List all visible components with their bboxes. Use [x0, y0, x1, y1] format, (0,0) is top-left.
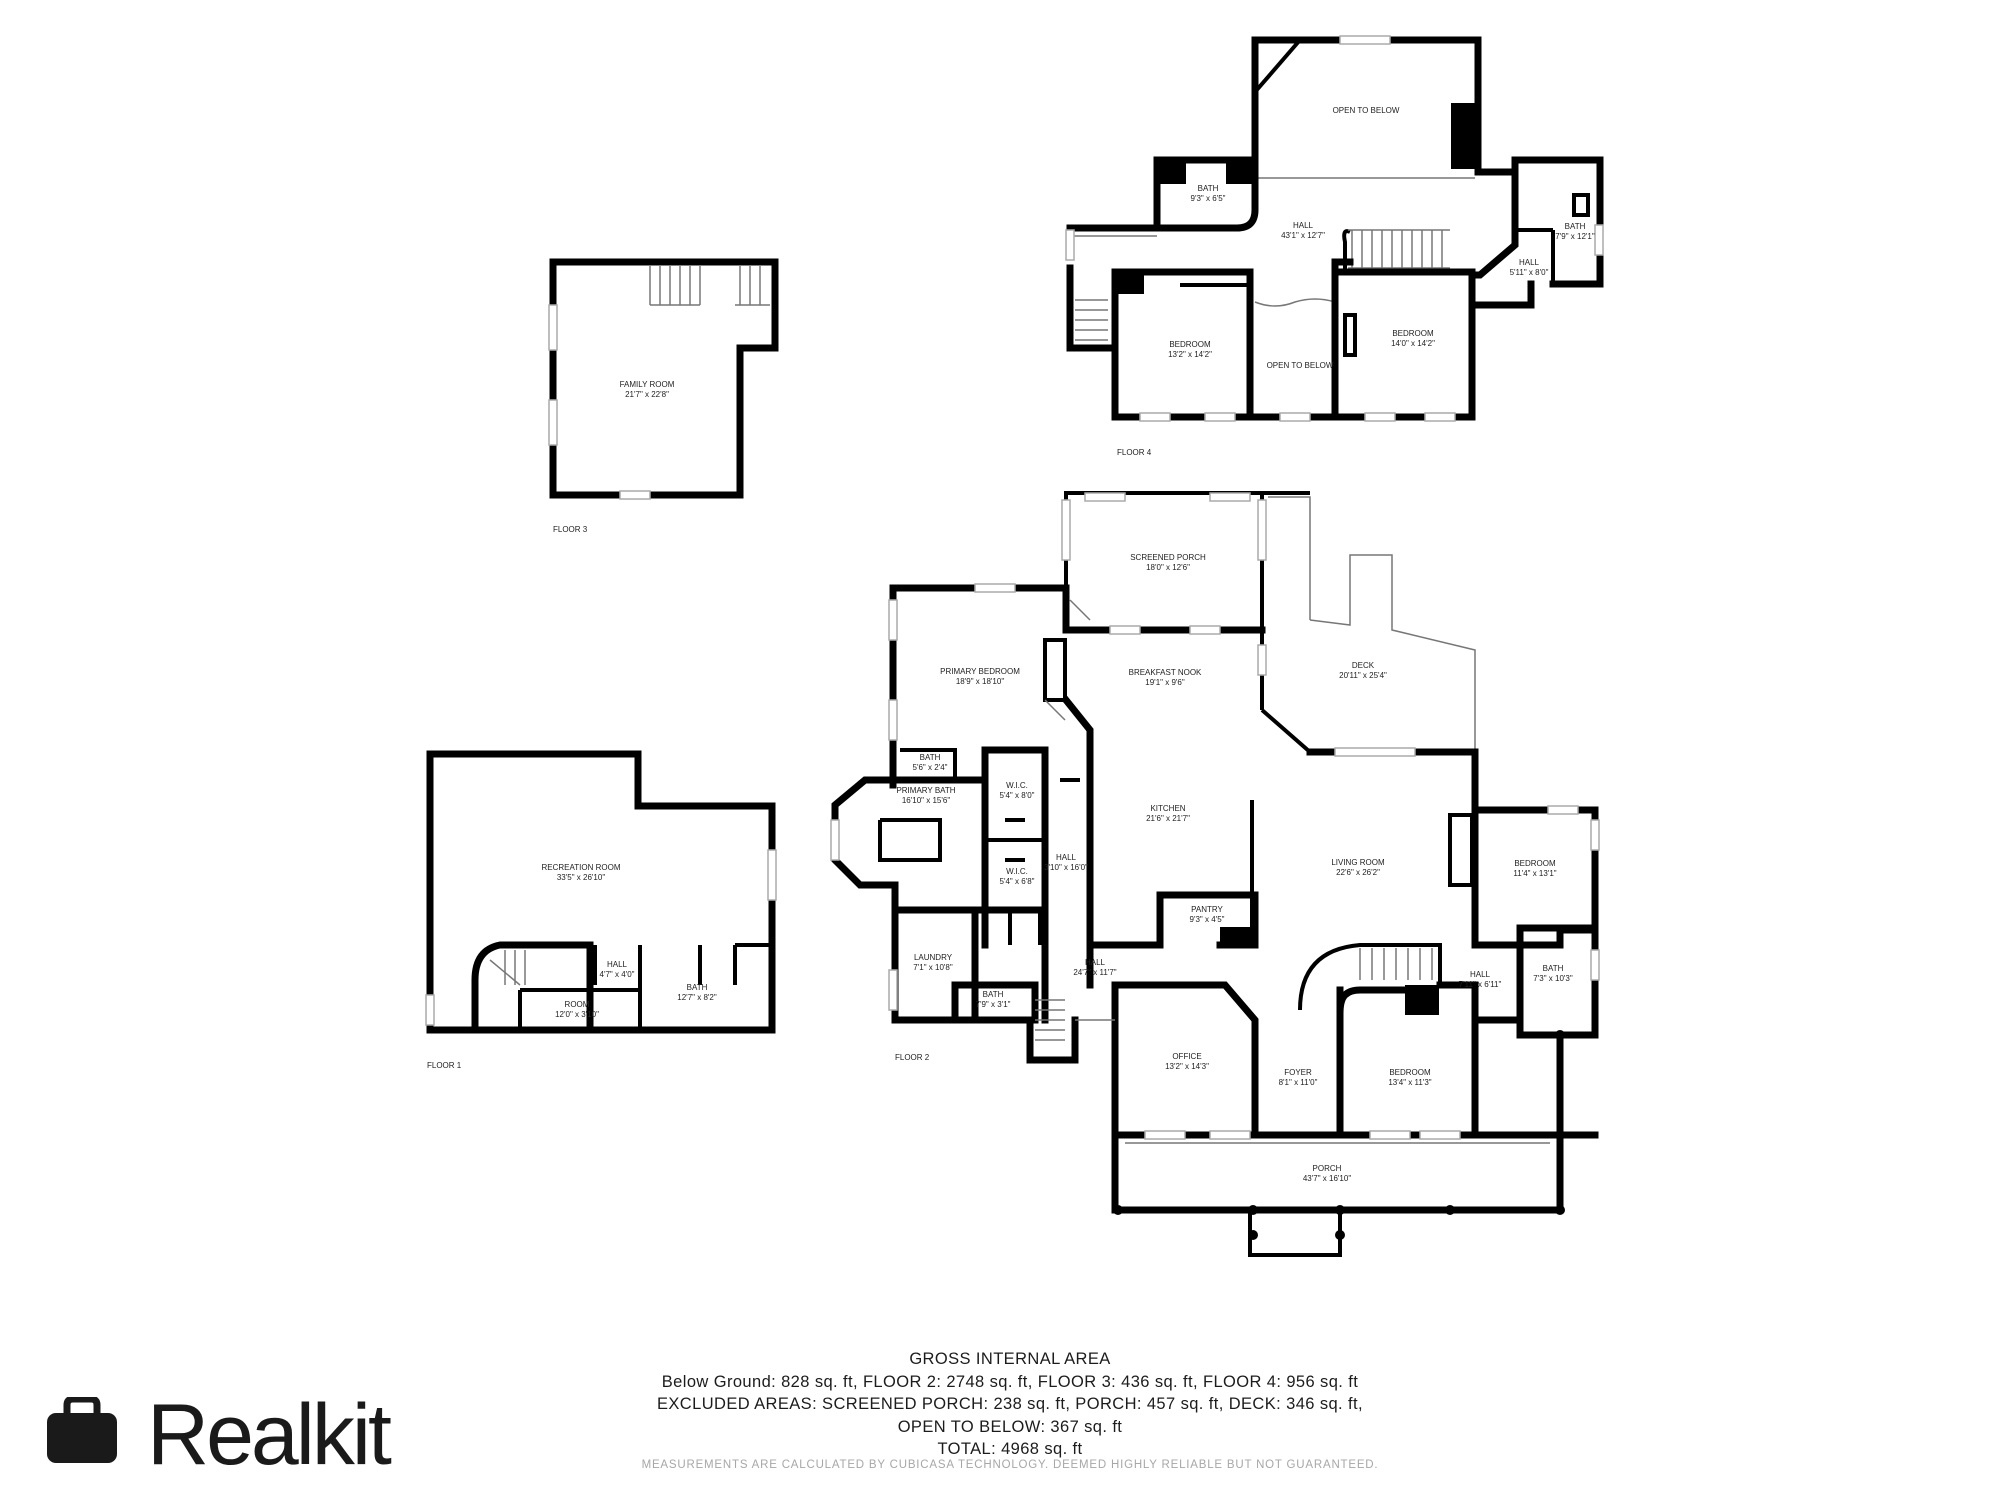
floor-3-plan	[548, 258, 779, 500]
room-name: FOYER	[1284, 1068, 1312, 1077]
brand-logo: Realkit	[45, 1387, 445, 1483]
room-dim: 16'10" x 15'6"	[902, 796, 950, 805]
room-name: BATH	[1543, 964, 1564, 973]
room-name: KITCHEN	[1150, 804, 1185, 813]
room-dim: 12'0" x 3'10"	[555, 1010, 599, 1019]
floor-3-label: FLOOR 3	[553, 525, 588, 534]
room-name: BEDROOM	[1169, 340, 1211, 349]
room-labels: OPEN TO BELOW BATH 9'3" x 6'5" HALL 43'1…	[542, 106, 1595, 1183]
gross-area-line: OPEN TO BELOW: 367 sq. ft	[897, 1417, 1123, 1436]
room-name: BEDROOM	[1514, 859, 1556, 868]
room-dim: 5'4" x 6'8"	[1000, 877, 1035, 886]
room-dim: 9'3" x 6'5"	[1191, 194, 1226, 203]
room-dim: 22'6" x 26'2"	[1336, 868, 1380, 877]
room-name: HALL	[1056, 853, 1077, 862]
floor-4-label: FLOOR 4	[1117, 448, 1152, 457]
room-name: HALL	[1519, 258, 1540, 267]
room-dim: 7'9" x 12'1"	[1555, 232, 1595, 241]
room-name: BATH	[920, 753, 941, 762]
room-name: BATH	[1198, 184, 1219, 193]
room-name: DECK	[1352, 661, 1375, 670]
room-dim: 9'3" x 4'5"	[1190, 915, 1225, 924]
room-name: PANTRY	[1191, 905, 1223, 914]
gross-area-total: TOTAL: 4968 sq. ft	[937, 1440, 1083, 1458]
room-dim: 8'1" x 11'0"	[1279, 1078, 1318, 1087]
room-dim: 13'2" x 14'3"	[1165, 1062, 1209, 1071]
room-name: BEDROOM	[1389, 1068, 1431, 1077]
room-dim: 3'10" x 16'0"	[1044, 863, 1088, 872]
room-name: HALL	[1293, 221, 1314, 230]
room-dim: 18'0" x 12'6"	[1146, 563, 1190, 572]
room-dim: 21'7" x 22'8"	[625, 390, 669, 399]
floor-2-plan	[830, 491, 1600, 1257]
room-name: SCREENED PORCH	[1130, 553, 1206, 562]
room-name: HALL	[607, 960, 628, 969]
room-name: W.I.C.	[1006, 867, 1028, 876]
room-name: LIVING ROOM	[1331, 858, 1385, 867]
room-dim: 13'2" x 14'2"	[1168, 350, 1212, 359]
room-dim: 43'1" x 12'7"	[1281, 231, 1325, 240]
room-dim: 7'9" x 3'1"	[976, 1000, 1011, 1009]
floor-1-plan	[425, 750, 777, 1034]
room-dim: 5'11" x 8'0"	[1510, 268, 1549, 277]
room-name: OFFICE	[1172, 1052, 1201, 1061]
room-dim: 4'7" x 4'0"	[600, 970, 635, 979]
room-name: W.I.C.	[1006, 781, 1028, 790]
room-dim: 24'7" x 11'7"	[1073, 968, 1116, 977]
room-name: BATH	[687, 983, 708, 992]
room-dim: 12'7" x 8'2"	[677, 993, 717, 1002]
gross-area-summary: GROSS INTERNAL AREA Below Ground: 828 sq…	[560, 1348, 1460, 1461]
room-dim: 21'6" x 21'7"	[1146, 814, 1190, 823]
room-name: HALL	[1085, 958, 1106, 967]
room-name: PRIMARY BEDROOM	[940, 667, 1020, 676]
room-dim: 43'7" x 16'10"	[1303, 1174, 1351, 1183]
room-dim: 7'11" x 6'11"	[1459, 980, 1502, 989]
gross-area-title: GROSS INTERNAL AREA	[909, 1350, 1111, 1368]
room-dim: 11'4" x 13'1"	[1513, 869, 1556, 878]
room-name: HALL	[1470, 970, 1491, 979]
room-name: BREAKFAST NOOK	[1129, 668, 1202, 677]
room-name: RECREATION ROOM	[542, 863, 621, 872]
room-dim: 13'4" x 11'3"	[1388, 1078, 1431, 1087]
briefcase-icon	[47, 1397, 117, 1463]
room-name: BATH	[1565, 222, 1586, 231]
room-dim: 7'1" x 10'8"	[913, 963, 953, 972]
room-dim: 33'5" x 26'10"	[557, 873, 605, 882]
room-name: FAMILY ROOM	[620, 380, 675, 389]
room-name: LAUNDRY	[914, 953, 953, 962]
room-dim: 5'6" x 2'4"	[913, 763, 948, 772]
gross-area-line: Below Ground: 828 sq. ft, FLOOR 2: 2748 …	[661, 1372, 1359, 1391]
room-name: OPEN TO BELOW	[1267, 361, 1334, 370]
floor-1-label: FLOOR 1	[427, 1061, 462, 1070]
brand-name: Realkit	[147, 1387, 392, 1483]
room-name: BATH	[983, 990, 1004, 999]
room-name: BEDROOM	[1392, 329, 1434, 338]
room-dim: 19'1" x 9'6"	[1145, 678, 1185, 687]
disclaimer: MEASUREMENTS ARE CALCULATED BY CUBICASA …	[641, 1459, 1379, 1471]
room-name: PRIMARY BATH	[896, 786, 955, 795]
floor-labels: FLOOR 4 FLOOR 3 FLOOR 1 FLOOR 2	[427, 448, 1152, 1070]
room-dim: 7'3" x 10'3"	[1533, 974, 1573, 983]
room-dim: 18'9" x 18'10"	[956, 677, 1004, 686]
floor-4-plan	[1065, 35, 1604, 422]
room-name: OPEN TO BELOW	[1333, 106, 1400, 115]
room-dim: 20'11" x 25'4"	[1339, 671, 1387, 680]
gross-area-line: EXCLUDED AREAS: SCREENED PORCH: 238 sq. …	[657, 1395, 1363, 1413]
floor-2-label: FLOOR 2	[895, 1053, 930, 1062]
room-dim: 14'0" x 14'2"	[1391, 339, 1435, 348]
room-dim: 5'4" x 8'0"	[1000, 791, 1035, 800]
room-name: PORCH	[1313, 1164, 1342, 1173]
room-name: ROOM	[565, 1000, 590, 1009]
